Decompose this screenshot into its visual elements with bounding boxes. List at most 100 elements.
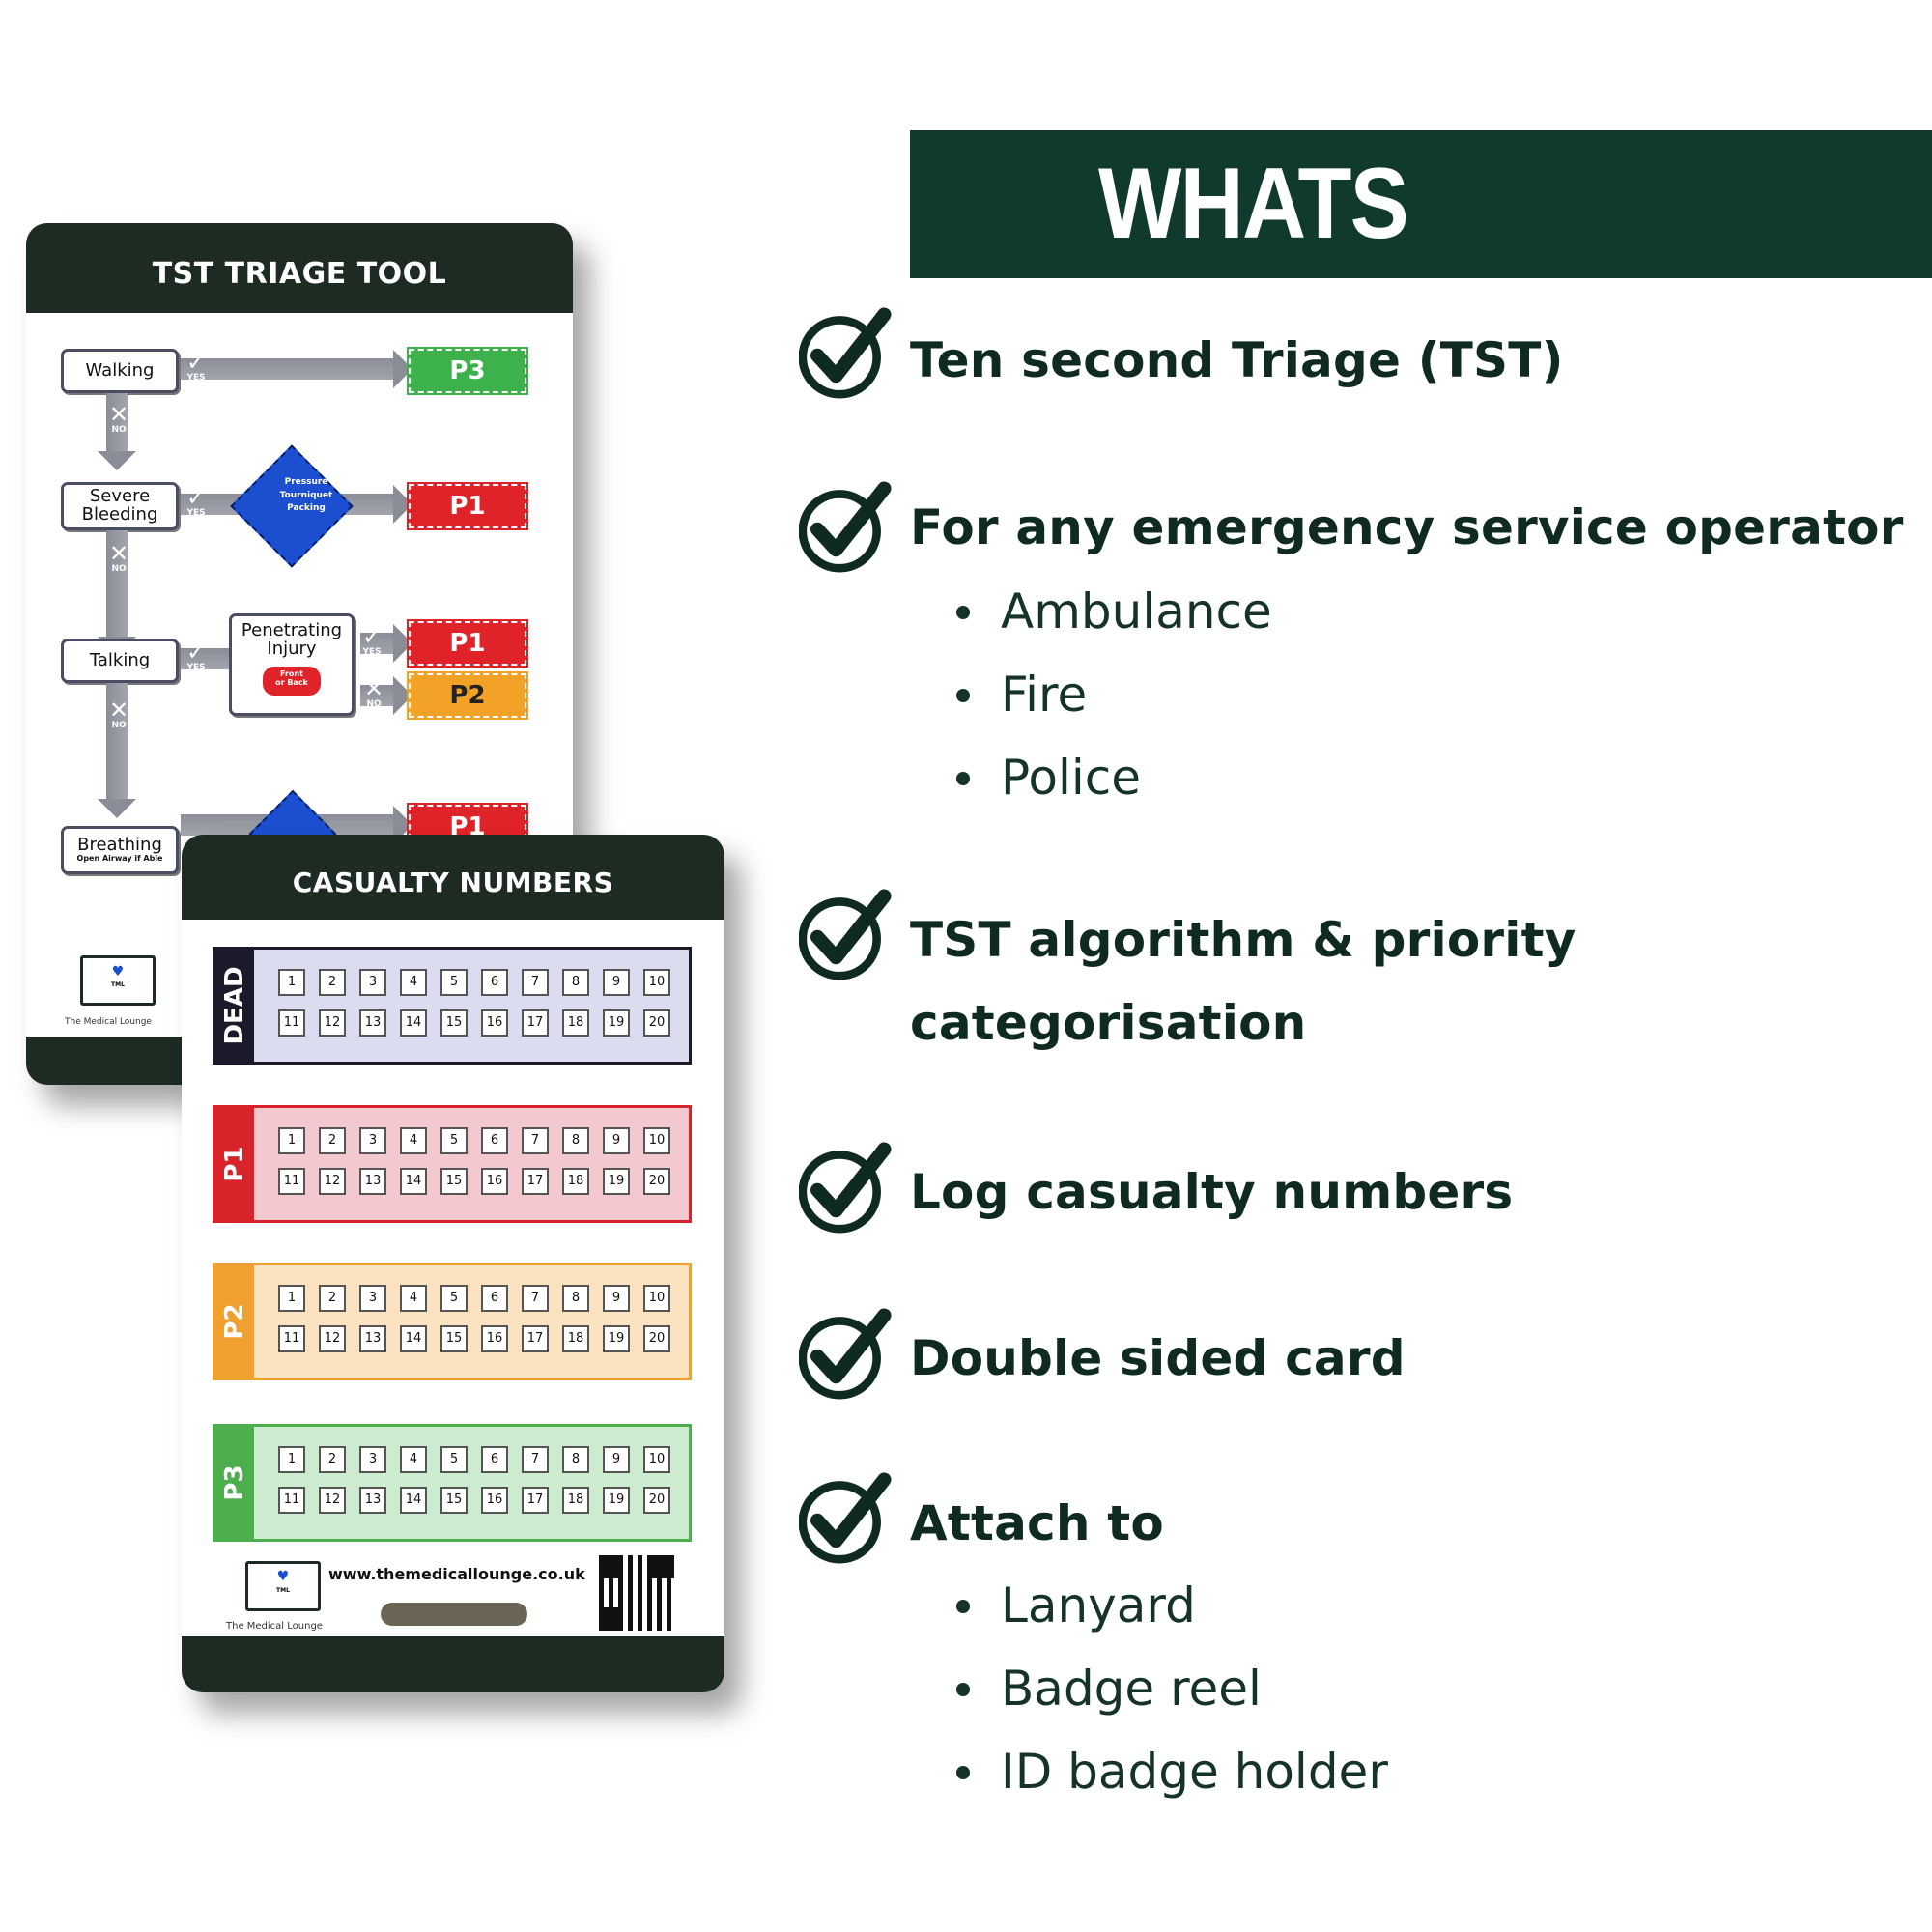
number-box[interactable]: 15 (440, 1168, 468, 1195)
number-box[interactable]: 18 (562, 1168, 589, 1195)
number-box[interactable]: 10 (643, 1285, 670, 1312)
number-box[interactable]: 15 (440, 1325, 468, 1352)
number-box[interactable]: 17 (522, 1009, 549, 1037)
number-box[interactable]: 11 (278, 1009, 305, 1037)
number-box[interactable]: 4 (400, 1127, 427, 1154)
number-box[interactable]: 2 (319, 969, 346, 996)
number-box[interactable]: 9 (603, 1127, 630, 1154)
number-box[interactable]: 14 (400, 1168, 427, 1195)
number-box[interactable]: 8 (562, 1127, 589, 1154)
number-box[interactable]: 2 (319, 1127, 346, 1154)
number-box[interactable]: 6 (481, 1285, 508, 1312)
checkmark-icon (798, 1308, 892, 1401)
banner-title: WHATS COVERED (1098, 148, 1525, 408)
number-box[interactable]: 20 (643, 1168, 670, 1195)
no-arrow (360, 676, 412, 715)
number-box[interactable]: 1 (278, 969, 305, 996)
number-box[interactable]: 16 (481, 1168, 508, 1195)
number-box[interactable]: 7 (522, 1285, 549, 1312)
number-box[interactable]: 10 (643, 969, 670, 996)
number-box[interactable]: 8 (562, 969, 589, 996)
number-box[interactable]: 17 (522, 1168, 549, 1195)
number-box[interactable]: 12 (319, 1487, 346, 1514)
number-box[interactable]: 19 (603, 1168, 630, 1195)
number-box[interactable]: 9 (603, 1446, 630, 1473)
number-box[interactable]: 7 (522, 969, 549, 996)
number-box[interactable]: 12 (319, 1009, 346, 1037)
number-box[interactable]: 8 (562, 1285, 589, 1312)
number-box[interactable]: 17 (522, 1325, 549, 1352)
number-box[interactable]: 12 (319, 1168, 346, 1195)
number-box[interactable]: 7 (522, 1446, 549, 1473)
number-box[interactable]: 14 (400, 1325, 427, 1352)
number-box[interactable]: 3 (359, 969, 386, 996)
number-box[interactable]: 15 (440, 1009, 468, 1037)
number-box[interactable]: 6 (481, 969, 508, 996)
number-box[interactable]: 9 (603, 969, 630, 996)
number-box[interactable]: 8 (562, 1446, 589, 1473)
number-box[interactable]: 5 (440, 1285, 468, 1312)
number-box[interactable]: 13 (359, 1009, 386, 1037)
number-box[interactable]: 3 (359, 1446, 386, 1473)
priority-p3: P3 (407, 347, 528, 395)
number-box[interactable]: 13 (359, 1168, 386, 1195)
number-box[interactable]: 20 (643, 1487, 670, 1514)
yes-mark: ✓YES (362, 623, 383, 657)
number-box[interactable]: 16 (481, 1325, 508, 1352)
number-box[interactable]: 19 (603, 1325, 630, 1352)
number-box[interactable]: 18 (562, 1325, 589, 1352)
number-box[interactable]: 7 (522, 1127, 549, 1154)
number-box[interactable]: 18 (562, 1487, 589, 1514)
number-box[interactable]: 3 (359, 1127, 386, 1154)
number-box[interactable]: 4 (400, 969, 427, 996)
number-box[interactable]: 5 (440, 969, 468, 996)
number-box[interactable]: 13 (359, 1325, 386, 1352)
number-box[interactable]: 1 (278, 1446, 305, 1473)
number-box[interactable]: 19 (603, 1009, 630, 1037)
number-box[interactable]: 14 (400, 1487, 427, 1514)
number-box[interactable]: 10 (643, 1446, 670, 1473)
number-box[interactable]: 11 (278, 1487, 305, 1514)
number-box[interactable]: 10 (643, 1127, 670, 1154)
number-box[interactable]: 5 (440, 1446, 468, 1473)
number-box[interactable]: 20 (643, 1325, 670, 1352)
triage-footer-text: The Medical Lounge (65, 1017, 152, 1027)
number-box[interactable]: 16 (481, 1487, 508, 1514)
number-box[interactable]: 6 (481, 1127, 508, 1154)
number-box[interactable]: 4 (400, 1285, 427, 1312)
number-box[interactable]: 2 (319, 1285, 346, 1312)
yes-mark: ✓YES (186, 484, 207, 518)
number-box[interactable]: 11 (278, 1325, 305, 1352)
triage-card-title: TST TRIAGE TOOL (26, 223, 573, 313)
number-box[interactable]: 20 (643, 1009, 670, 1037)
feature-subitem: ID badge holder (956, 1730, 1388, 1813)
number-box[interactable]: 9 (603, 1285, 630, 1312)
number-box[interactable]: 6 (481, 1446, 508, 1473)
number-box[interactable]: 12 (319, 1325, 346, 1352)
heart-icon: ♥ (111, 964, 125, 980)
number-box[interactable]: 11 (278, 1168, 305, 1195)
band-tab: P3 (215, 1427, 254, 1539)
number-box[interactable]: 5 (440, 1127, 468, 1154)
number-box[interactable]: 18 (562, 1009, 589, 1037)
number-box[interactable]: 4 (400, 1446, 427, 1473)
number-box[interactable]: 16 (481, 1009, 508, 1037)
number-box[interactable]: 19 (603, 1487, 630, 1514)
band-label: P1 (220, 1146, 249, 1182)
feature-text: categorisation (910, 995, 1307, 1051)
number-box[interactable]: 13 (359, 1487, 386, 1514)
number-box[interactable]: 1 (278, 1127, 305, 1154)
number-box[interactable]: 14 (400, 1009, 427, 1037)
number-box[interactable]: 2 (319, 1446, 346, 1473)
feature-text: Log casualty numbers (910, 1164, 1514, 1220)
feature-text: For any emergency service operator (910, 499, 1904, 555)
number-box[interactable]: 17 (522, 1487, 549, 1514)
no-mark: ✕NO (109, 696, 129, 730)
number-box[interactable]: 3 (359, 1285, 386, 1312)
number-box[interactable]: 1 (278, 1285, 305, 1312)
number-box[interactable]: 15 (440, 1487, 468, 1514)
